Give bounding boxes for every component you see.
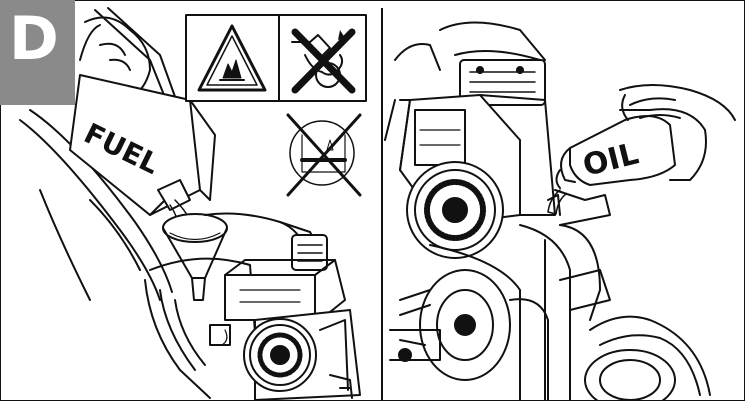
no-refuel-hot-engine-icon	[291, 28, 356, 94]
right-pulley	[398, 269, 511, 381]
flammable-warning-icon	[197, 24, 267, 92]
step-letter: D	[9, 4, 59, 74]
step-badge: D	[0, 0, 75, 105]
oil-fill-port	[547, 189, 611, 226]
panel-divider	[381, 8, 383, 401]
right-fan	[406, 161, 504, 259]
funnel	[162, 213, 228, 301]
warning-signs	[185, 14, 367, 102]
fuel-can: FUEL	[69, 74, 216, 216]
oil-bottle: OIL	[555, 108, 707, 189]
left-panel: FUEL	[19, 7, 367, 401]
right-hand	[619, 84, 736, 121]
right-panel: OIL	[384, 21, 736, 401]
right-frame	[389, 224, 711, 401]
oil-stream	[547, 189, 567, 215]
left-bolt	[329, 374, 353, 399]
no-filling-above-mark-icon	[286, 113, 362, 197]
left-fan	[243, 318, 317, 392]
